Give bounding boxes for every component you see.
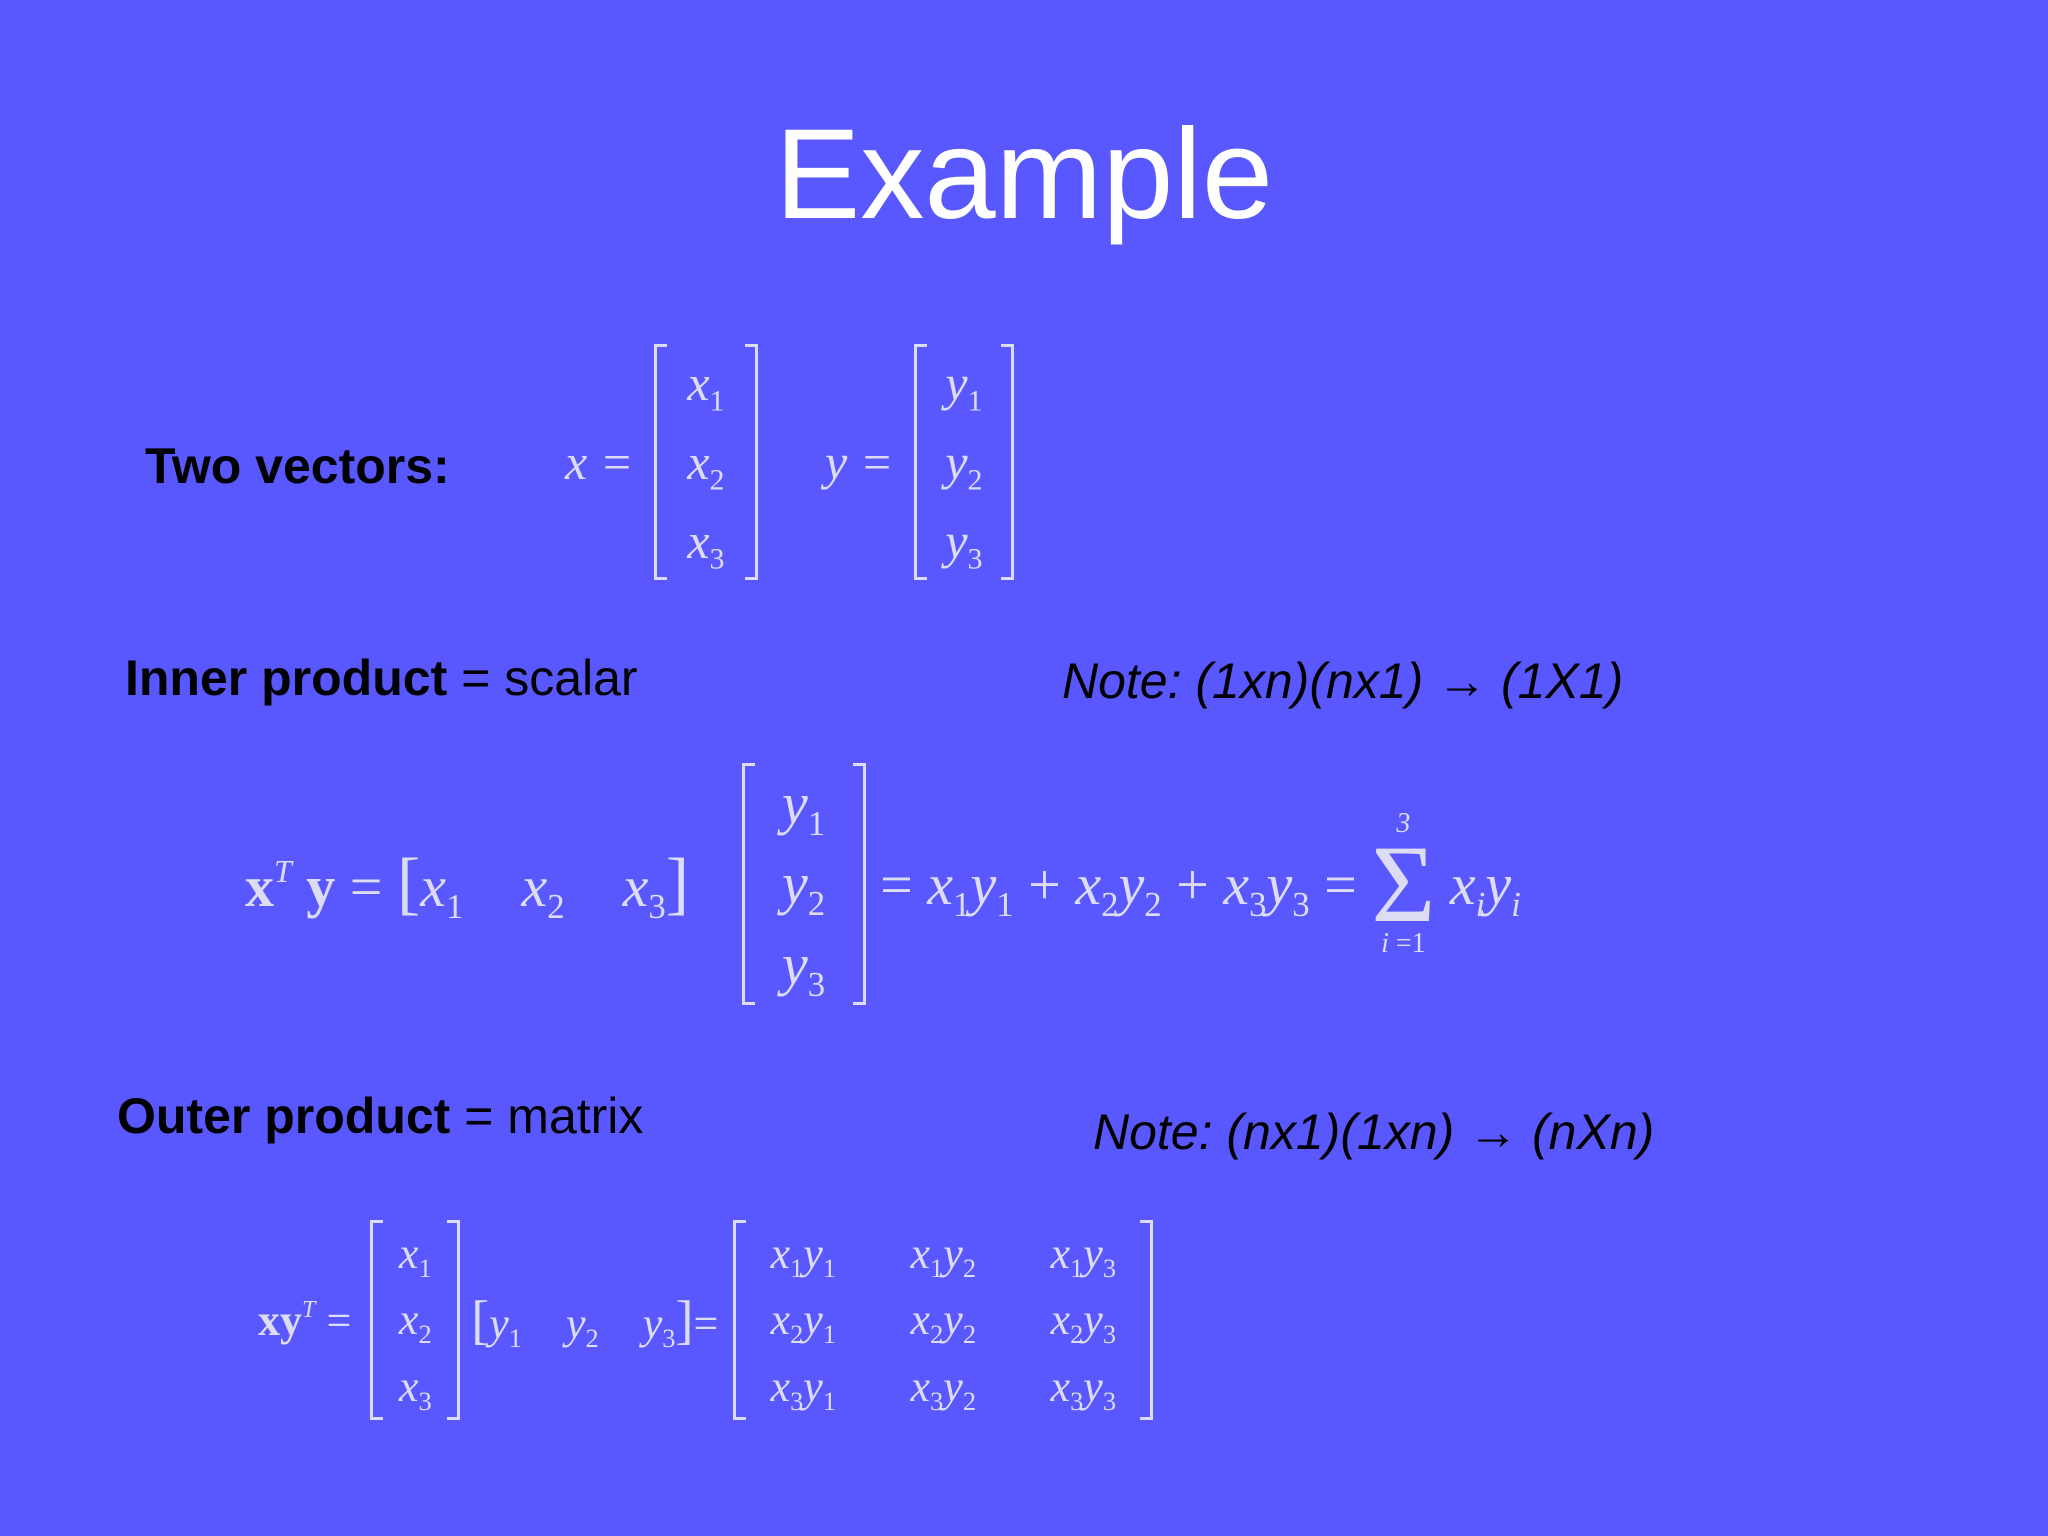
two-vectors-label: Two vectors: [145,438,450,494]
slide-title: Example [775,103,1273,246]
inner-product-note: Note: (1xn)(nx1) → (1X1) [1062,653,1624,709]
outer-product-label: Outer product = matrix [117,1088,644,1144]
inner-product-label: Inner product = scalar [125,650,638,706]
outer-product-note: Note: (nx1)(1xn) → (nXn) [1093,1104,1655,1160]
